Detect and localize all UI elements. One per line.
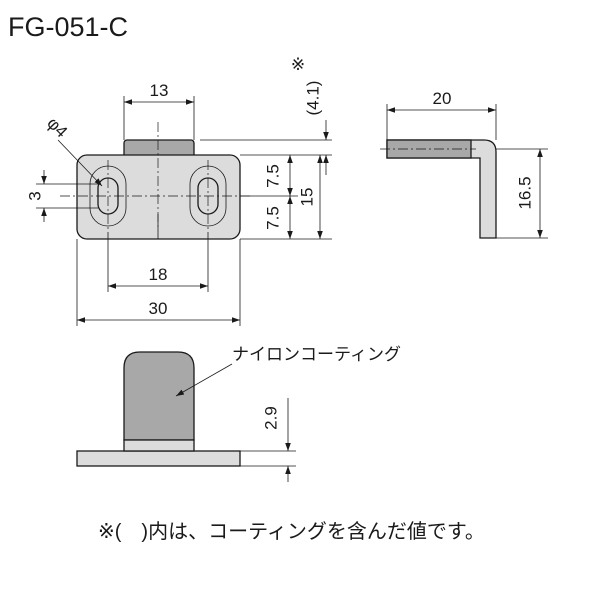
dim-30: 30 [149, 299, 168, 318]
base-plate [76, 154, 241, 240]
dim-29: 2.9 [261, 406, 280, 430]
dim-13: 13 [150, 81, 169, 100]
coating-mark: ※ [291, 55, 305, 74]
callout-leader [175, 363, 233, 397]
dim-15: 15 [297, 188, 316, 207]
dim-coating-41: (4.1) [303, 81, 322, 116]
dim-slot-3: 3 [25, 191, 44, 200]
side-view: 20 16.5 [380, 89, 548, 239]
bottom-base-plate [76, 450, 241, 467]
front-view: 13 φ4 3 (4.1) ※ 7.5 7.5 15 18 [25, 55, 332, 326]
bottom-view: ナイロンコーティング 2.9 [76, 345, 401, 482]
dim-75-bottom: 7.5 [263, 206, 282, 230]
coating-callout: ナイロンコーティング [232, 345, 401, 364]
dim-18: 18 [149, 265, 168, 284]
coated-block [123, 351, 195, 441]
coating-footnote: ※( )内は、コーティングを含んだ値です。 [98, 520, 485, 543]
dim-75-top: 7.5 [263, 164, 282, 188]
product-title: FG-051-C [8, 12, 128, 42]
dim-165: 16.5 [515, 176, 534, 209]
hole-leader [57, 139, 103, 187]
dim-hole-dia: φ4 [43, 113, 71, 141]
dim-20: 20 [433, 89, 452, 108]
block-base [123, 439, 195, 452]
